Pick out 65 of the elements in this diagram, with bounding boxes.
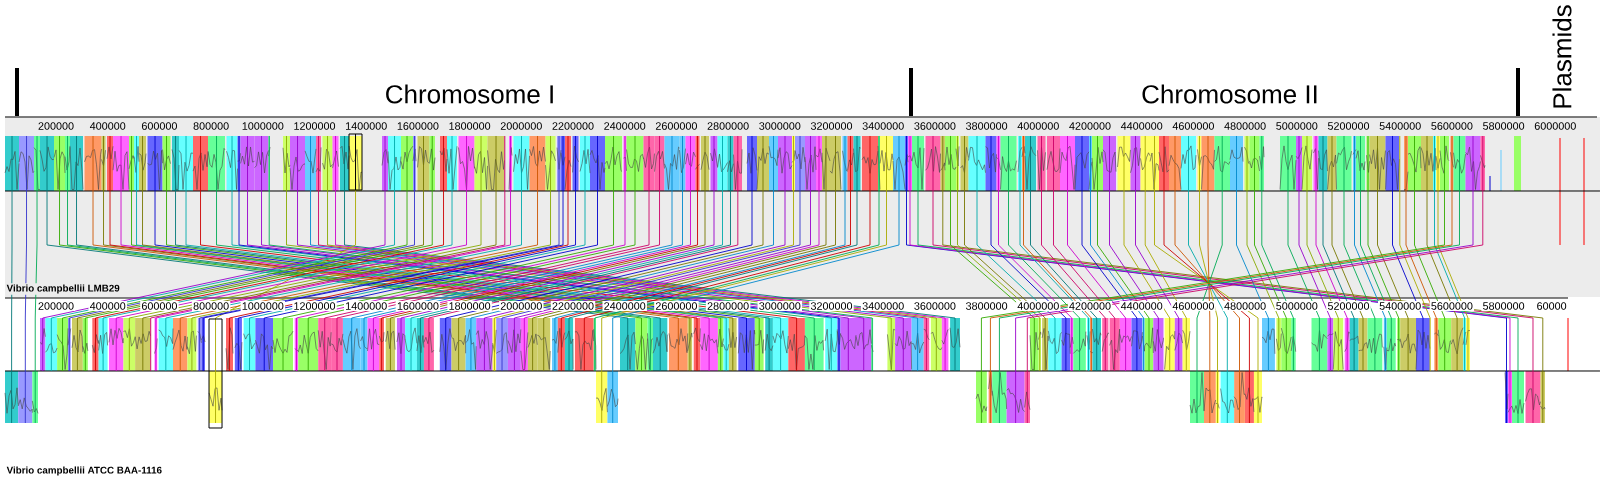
genome-label: Vibrio campbellii LMB29 [5, 283, 121, 295]
tick-label: 3400000 [861, 300, 906, 311]
tick-label: 4000000 [1017, 122, 1059, 130]
tick-label: 1600000 [397, 122, 439, 130]
tick-label: 3000000 [759, 122, 801, 130]
tick-label: 400000 [88, 300, 127, 311]
tick-label: 1000000 [242, 122, 284, 130]
tick-label: 4600000 [1171, 300, 1216, 311]
tick-label: 800000 [193, 122, 229, 130]
tick-label: 2200000 [552, 122, 594, 130]
tick-label: 1600000 [395, 300, 441, 311]
tick-label: 5800000 [1483, 122, 1525, 130]
tick-label: 5200000 [1327, 122, 1370, 130]
tick-label: 3800000 [964, 300, 1009, 311]
tick-label: 4800000 [1224, 122, 1266, 130]
genome-label: Vibrio campbellii ATCC BAA-1116 [6, 466, 162, 476]
tick-label: 3200000 [810, 122, 853, 130]
tick-label: 5600000 [1429, 300, 1475, 311]
tick-label: 3400000 [862, 122, 904, 130]
tick-label: 2200000 [550, 300, 596, 311]
tick-label: 3800000 [966, 122, 1008, 130]
tick-label: 2800000 [705, 300, 751, 311]
tick-label: 4400000 [1120, 122, 1163, 130]
tick-label: 4600000 [1172, 122, 1214, 130]
tick-label: 2600000 [655, 122, 697, 130]
tick-label: 1000000 [240, 300, 286, 311]
tick-label: 200000 [36, 300, 76, 311]
tick-label: 800000 [191, 300, 231, 311]
tick-label: 4200000 [1069, 122, 1111, 130]
tick-label: 2000000 [500, 122, 542, 130]
tick-label: 1400000 [344, 300, 389, 311]
tick-label: 1200000 [294, 122, 336, 130]
tick-label: 4400000 [1119, 300, 1164, 311]
tick-label: 5400000 [1378, 300, 1423, 311]
tick-label: 3000000 [757, 300, 803, 311]
tick-label: 5200000 [1326, 300, 1371, 311]
tick-label: 6000000 [1534, 122, 1576, 130]
section-label: Chromosome I [386, 84, 553, 104]
tick-label: 1800000 [447, 300, 492, 311]
tick-label: 5800000 [1481, 300, 1526, 311]
tick-label: 4000000 [1016, 300, 1061, 311]
section-label: Plasmids [1552, 5, 1572, 108]
tick-label: 5000000 [1274, 300, 1319, 311]
section-label: Chromosome II [1142, 84, 1317, 104]
tick-label: 2800000 [707, 122, 749, 130]
tick-label: 3600000 [914, 122, 956, 130]
tick-label: 2000000 [499, 300, 544, 311]
tick-label: 2400000 [602, 300, 647, 311]
tick-label: 1200000 [292, 300, 337, 311]
tick-label: 5600000 [1431, 122, 1473, 130]
tick-label: 600000 [140, 300, 179, 311]
tick-label: 2400000 [604, 122, 646, 130]
tick-label: 3600000 [912, 300, 958, 311]
tick-label: 1800000 [449, 122, 491, 130]
tick-label: 1400000 [346, 122, 387, 130]
tick-label: 5400000 [1379, 122, 1421, 130]
tick-label: 60000 [1535, 300, 1568, 311]
tick-label: 400000 [89, 122, 126, 130]
tick-label: 5000000 [1276, 122, 1318, 130]
tick-label: 3200000 [809, 300, 854, 311]
tick-label: 600000 [141, 122, 177, 130]
tick-label: 4200000 [1067, 300, 1113, 311]
tick-label: 200000 [38, 122, 74, 130]
tick-label: 2600000 [654, 300, 699, 311]
tick-label: 4800000 [1222, 300, 1268, 311]
